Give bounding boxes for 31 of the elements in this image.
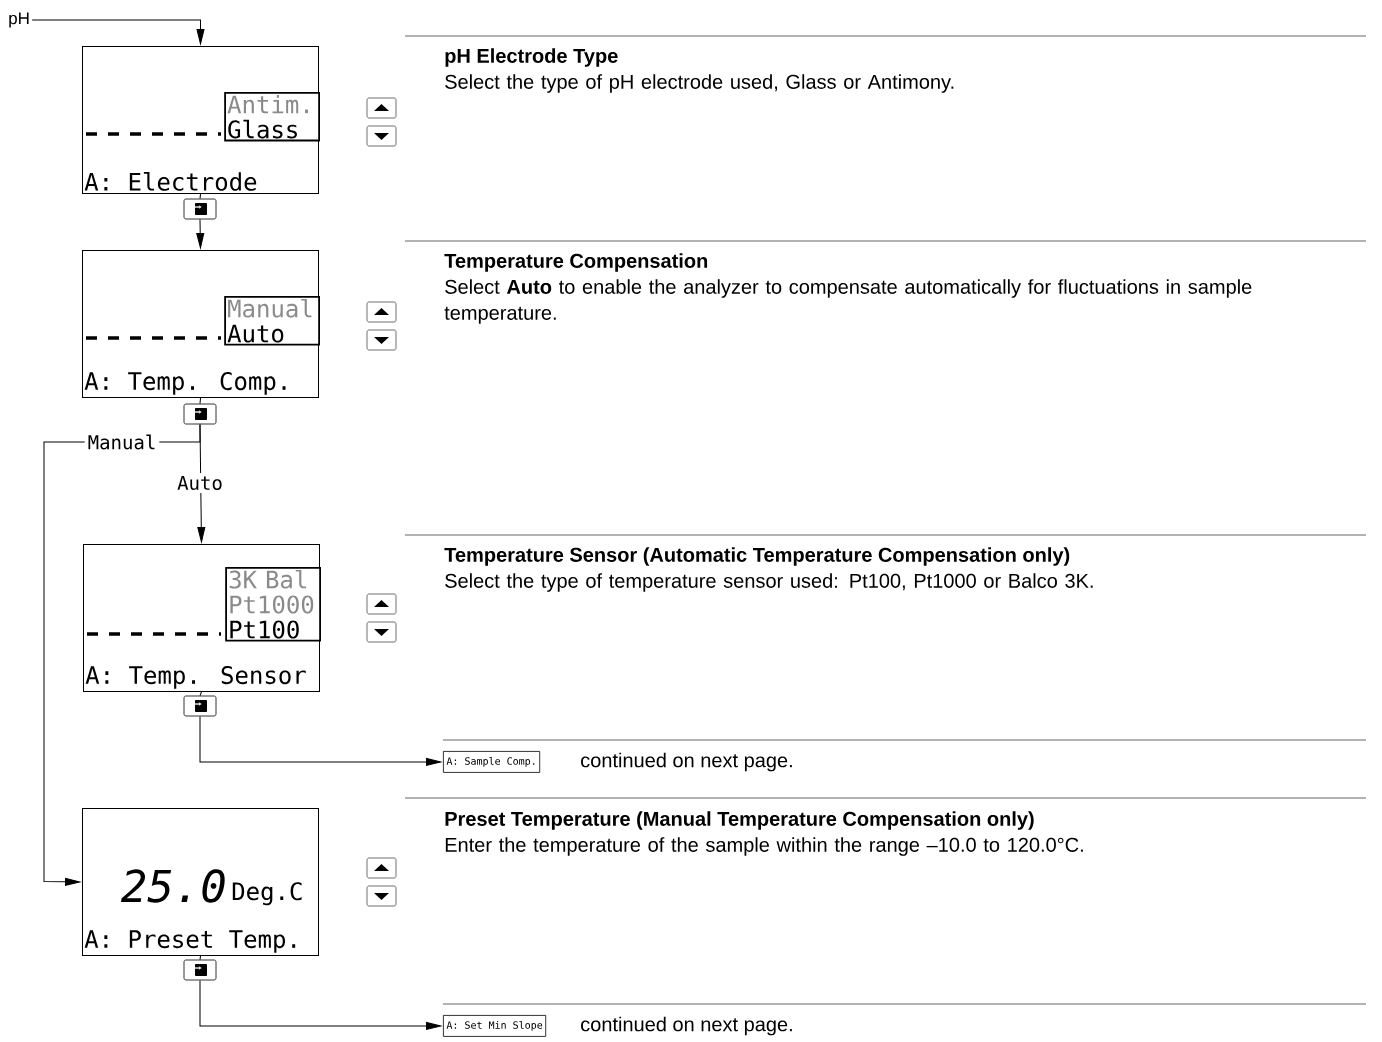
connector: [199, 979, 442, 1030]
screen-reference: A: Set Min Slope: [443, 1015, 547, 1037]
connector: [43, 423, 201, 886]
description-text: Select the type of pH electrode used, Glass or Antimony.: [445, 74, 954, 93]
connector: [31, 19, 205, 45]
section-heading: Preset Temperature (Manual Temperature Compensation only): [445, 811, 1034, 830]
connector: [199, 715, 442, 766]
description-text: Enter the temperature of the sample within the range –10.0 to 120.0°C.: [445, 837, 1083, 856]
section-heading: Temperature Sensor (Automatic Temperature Compensation only): [444, 547, 1070, 566]
edge-label: Manual: [84, 431, 160, 453]
note-text: continued on next page.: [581, 752, 792, 772]
connector: [199, 193, 201, 200]
enter-key: [183, 695, 217, 717]
note-text: continued on next page.: [581, 1016, 792, 1036]
section-heading: Temperature Compensation: [444, 253, 708, 272]
enter-key: [183, 403, 217, 425]
description-text: Select the type of temperature sensor used: Pt100, Pt1000 or Balco 3K.: [445, 573, 1093, 592]
enter-key: [183, 959, 217, 981]
option-box: Manual Auto: [224, 296, 320, 346]
screen-reference: A: Sample Comp.: [443, 751, 541, 773]
start-label: pH: [9, 12, 29, 28]
connector: [199, 397, 201, 405]
connector: [196, 218, 205, 249]
enter-key: [183, 198, 217, 220]
connector: [199, 691, 202, 697]
section-heading: pH Electrode Type: [445, 48, 618, 67]
edge-label: Auto: [174, 472, 226, 494]
connector: [199, 955, 201, 961]
option-box: 3K Bal Pt1000 Pt100: [225, 567, 321, 642]
description-text: Select Auto to enable the analyzer to compensate automatically for fluctuations in sample temperature.: [444, 279, 1252, 324]
option-box: Antim. Glass: [224, 92, 320, 142]
